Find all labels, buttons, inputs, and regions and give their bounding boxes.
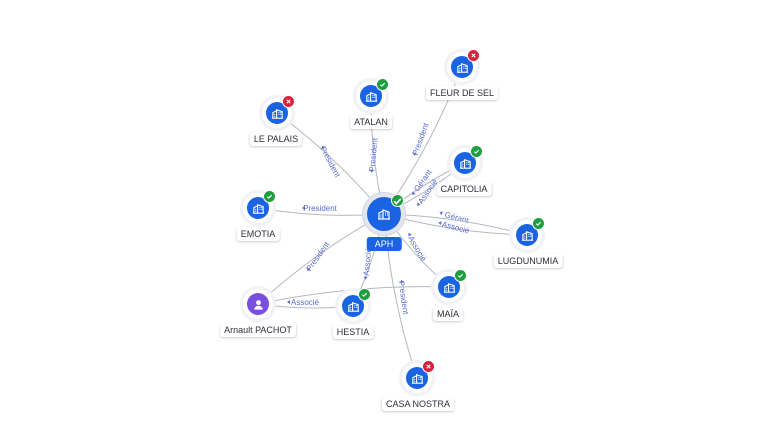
status-badge: [422, 360, 435, 373]
building-icon: [456, 62, 468, 73]
edge-label: President: [411, 121, 431, 157]
status-badge: [454, 269, 467, 282]
node-disc: [247, 197, 269, 219]
node-atalan[interactable]: [356, 78, 389, 111]
status-badge: [282, 95, 295, 108]
status-badge: [376, 78, 389, 91]
status-badge: [391, 194, 404, 207]
building-icon: [459, 158, 471, 169]
center-company-node[interactable]: [367, 194, 404, 231]
node-label-atalan[interactable]: ATALAN: [350, 115, 392, 129]
edge-label: Associé: [406, 234, 428, 263]
node-label-fleur-de-sel[interactable]: FLEUR DE SEL: [425, 86, 499, 100]
building-icon: [271, 108, 283, 119]
edge-label: President: [303, 204, 338, 213]
cross-icon: [426, 364, 431, 369]
check-icon: [361, 292, 368, 297]
node-disc: [247, 293, 269, 315]
node-disc: [438, 276, 460, 298]
node-disc: [454, 152, 476, 174]
node-label-lugdunumia[interactable]: LUGDUNUMIA: [493, 254, 563, 268]
edge-label: President: [318, 145, 342, 180]
edge-arrow: [369, 169, 374, 173]
edge-arrow: [307, 267, 311, 272]
status-badge: [358, 288, 371, 301]
node-hestia[interactable]: [338, 288, 371, 321]
node-emotia[interactable]: [243, 190, 276, 223]
status-badge: [470, 145, 483, 158]
status-badge: [532, 217, 545, 230]
edge-center-casa-nostra: [383, 213, 418, 379]
edge-arnault-pachot-center: [257, 213, 385, 305]
node-maia[interactable]: [434, 269, 467, 302]
node-disc: [451, 56, 473, 78]
edge-arrow: [439, 211, 443, 216]
node-casa-nostra[interactable]: [402, 360, 435, 393]
node-fleur-de-sel[interactable]: [447, 49, 480, 82]
check-icon: [393, 197, 402, 205]
node-disc: [266, 102, 288, 124]
edge-label: President: [368, 137, 380, 172]
cross-icon: [286, 99, 291, 104]
node-le-palais[interactable]: [262, 95, 295, 128]
edge-arrow: [408, 232, 412, 237]
node-label-hestia[interactable]: HESTIA: [332, 325, 374, 339]
node-capitolia[interactable]: [450, 145, 483, 178]
node-label-arnault-pachot[interactable]: Arnault PACHOT: [220, 323, 296, 337]
edge-arrow: [413, 152, 417, 156]
edge-arrow: [412, 191, 416, 196]
building-icon: [521, 230, 533, 241]
check-icon: [457, 273, 464, 278]
edge-arrow: [399, 279, 404, 284]
check-icon: [379, 82, 386, 87]
node-arnault-pachot[interactable]: [243, 289, 273, 319]
edge-label: President: [305, 240, 332, 273]
edge-arrow: [287, 300, 290, 304]
node-disc: [406, 367, 428, 389]
center-company-label[interactable]: APH: [366, 237, 402, 251]
check-icon: [535, 221, 542, 226]
node-label-maia[interactable]: MAÏA: [432, 307, 464, 321]
check-icon: [473, 149, 480, 154]
edge-label: Associé: [362, 247, 373, 276]
node-disc: [342, 295, 364, 317]
status-badge: [467, 49, 480, 62]
node-label-capitolia[interactable]: CAPITOLIA: [436, 182, 492, 196]
edge-label: Associé: [291, 298, 320, 307]
check-icon: [266, 194, 273, 199]
building-icon: [252, 203, 264, 214]
building-icon: [443, 282, 455, 293]
edge-arrow: [417, 202, 421, 207]
building-icon: [365, 91, 377, 102]
node-disc: [516, 224, 538, 246]
node-label-emotia[interactable]: EMOTIA: [236, 227, 280, 241]
node-label-le-palais[interactable]: LE PALAIS: [249, 132, 303, 146]
edge-arrow: [302, 206, 305, 210]
person-icon: [253, 299, 263, 310]
node-lugdunumia[interactable]: [512, 217, 545, 250]
status-badge: [263, 190, 276, 203]
node-disc: [360, 85, 382, 107]
node-label-casa-nostra[interactable]: CASA NOSTRA: [381, 397, 455, 411]
edge-arrow: [438, 221, 442, 226]
building-icon: [411, 373, 423, 384]
cross-icon: [471, 53, 476, 58]
building-icon: [347, 301, 359, 312]
building-icon: [378, 209, 390, 220]
edge-arrow: [363, 276, 368, 280]
edge-arrow: [321, 145, 326, 150]
edge-arnault-pachot-maia: [257, 286, 450, 305]
